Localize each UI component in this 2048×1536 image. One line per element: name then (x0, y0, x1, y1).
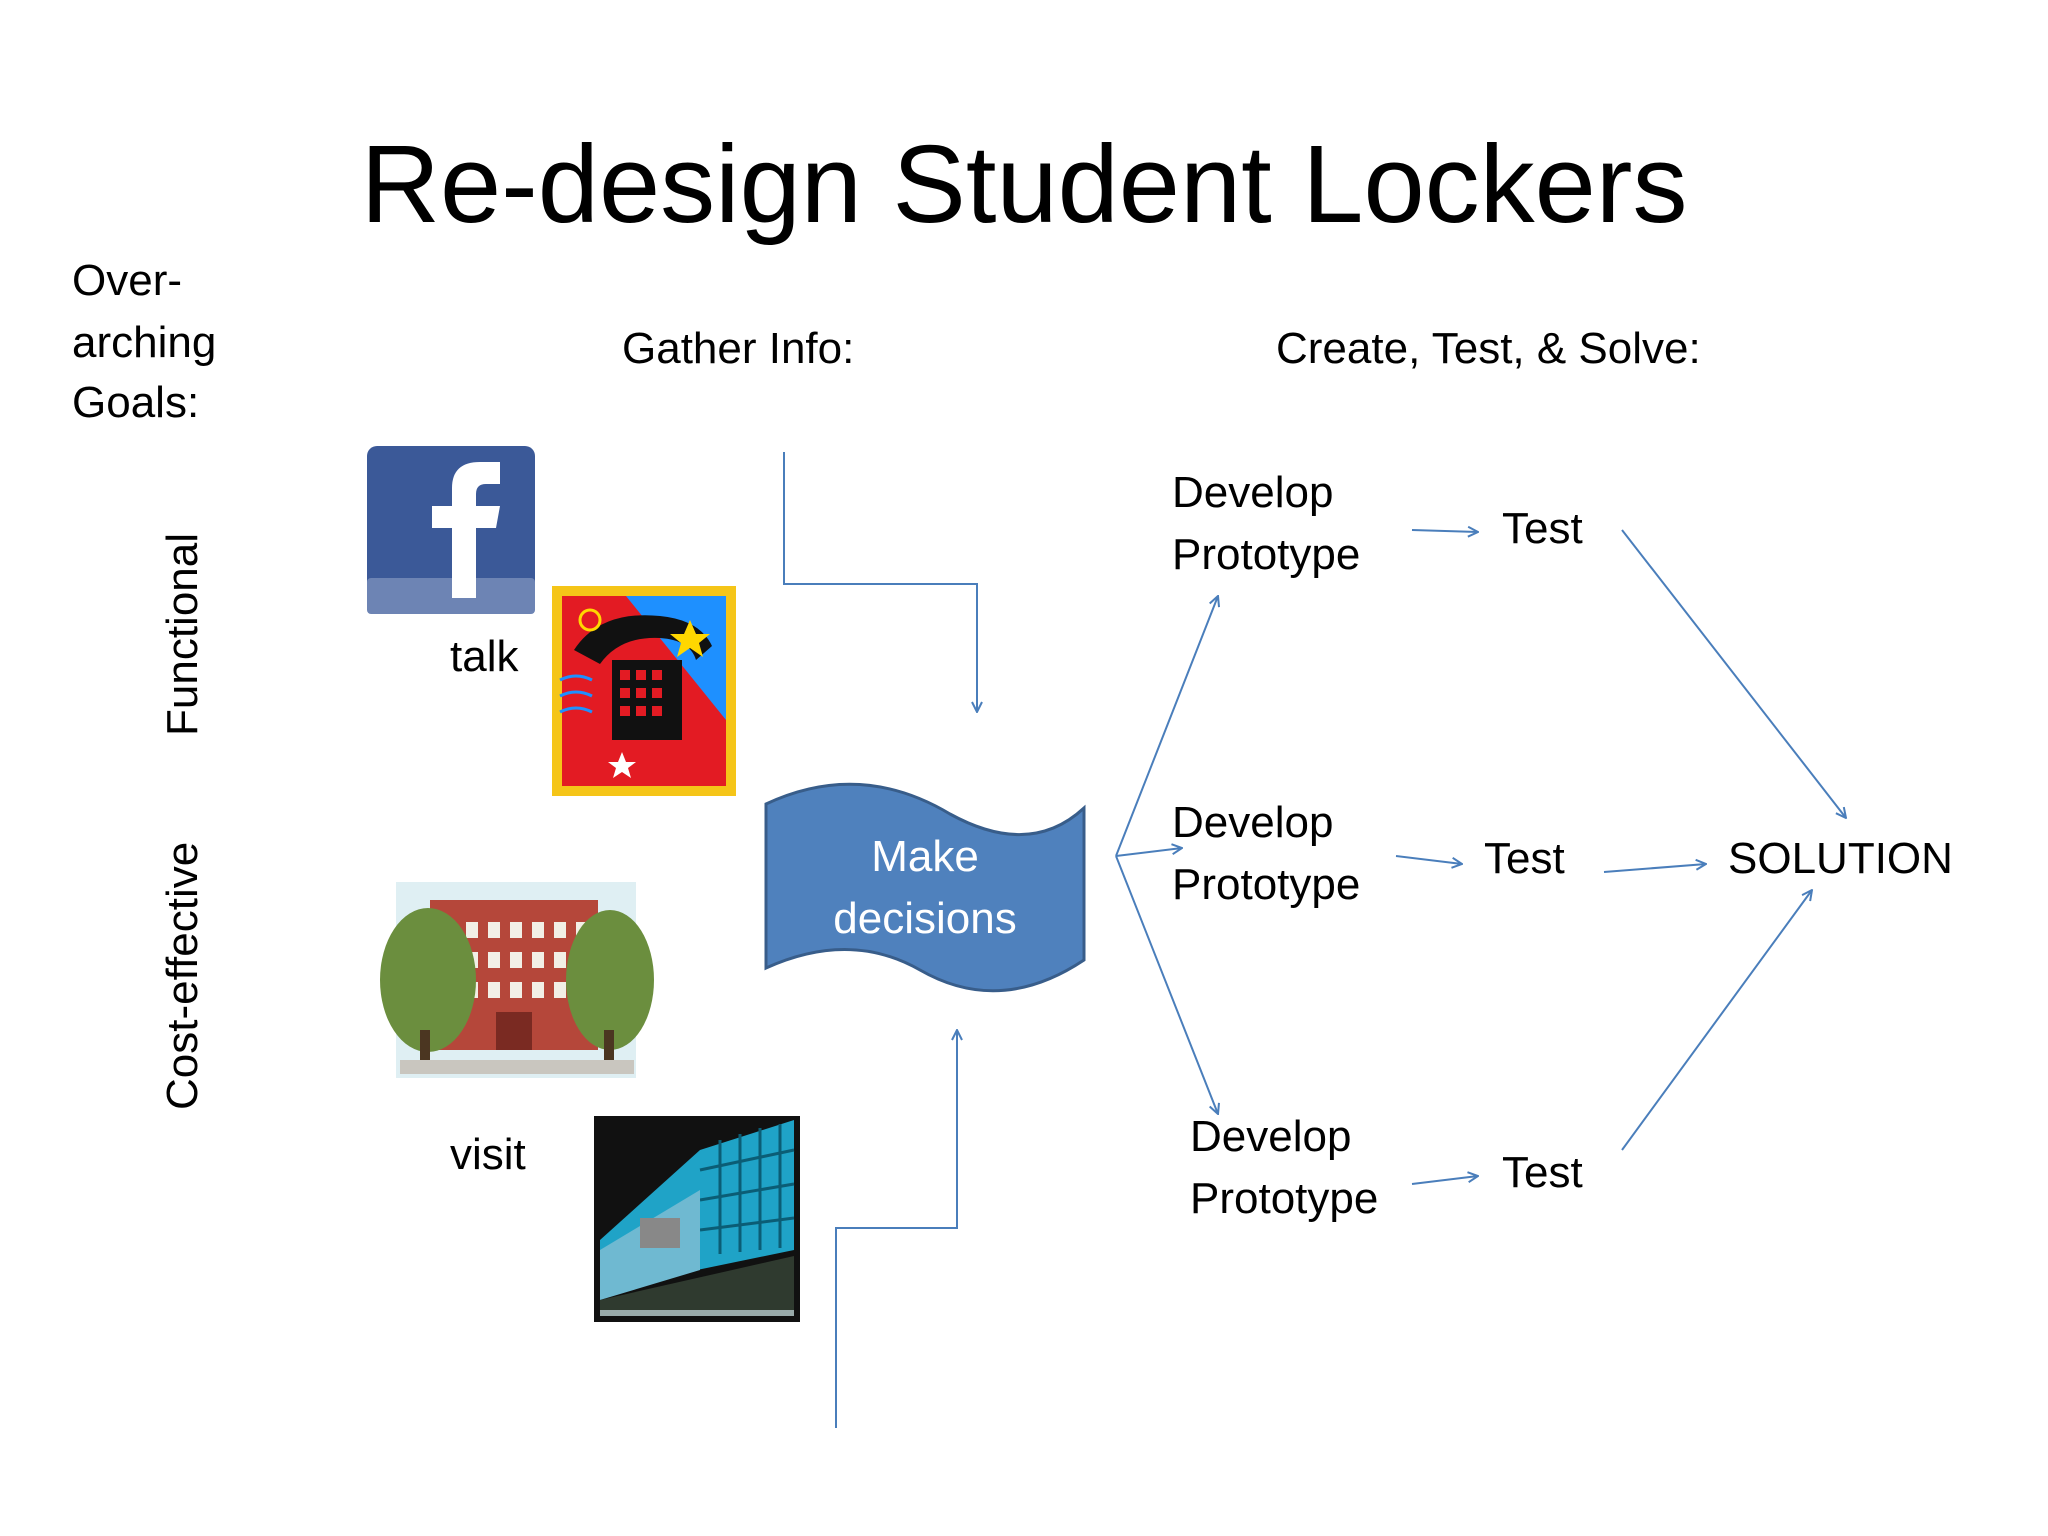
solution-label: SOLUTION (1728, 834, 1953, 883)
goals-heading-line-2: arching (72, 318, 217, 367)
arrow-gather-bottom (835, 1030, 957, 1428)
branch-1-prototype: Prototype (1172, 530, 1361, 579)
arrow-test-solution-3 (1621, 890, 1812, 1151)
column-gather-info: Gather Info: (622, 324, 855, 373)
branch-3-develop: Develop (1190, 1112, 1352, 1161)
arrow-branch-3 (1115, 855, 1218, 1114)
make-decisions-line-2: decisions (833, 893, 1017, 943)
arrow-proto-test-3 (1411, 1176, 1478, 1185)
modern-building-icon (594, 1116, 800, 1322)
telephone-icon (552, 586, 736, 796)
arrow-branch-2 (1115, 848, 1182, 857)
make-decisions-line-1: Make (871, 832, 979, 881)
arrow-test-solution-1 (1621, 529, 1846, 818)
goals-heading-line-3: Goals: (72, 378, 200, 427)
branch-2-develop: Develop (1172, 798, 1334, 847)
column-create-test-solve: Create, Test, & Solve: (1276, 324, 1701, 373)
arrow-test-solution-2 (1603, 864, 1706, 873)
arrow-gather-top (783, 452, 977, 712)
branch-2-test: Test (1484, 834, 1565, 883)
make-decisions-shape (764, 782, 1086, 993)
school-building-icon (380, 882, 654, 1078)
page-title: Re-design Student Lockers (360, 123, 1688, 246)
branch-1-develop: Develop (1172, 468, 1334, 517)
make-decisions-label: Make decisions (766, 826, 1084, 949)
arrow-proto-test-2 (1395, 855, 1462, 864)
branch-3-test: Test (1502, 1148, 1583, 1197)
arrow-proto-test-1 (1411, 530, 1478, 532)
facebook-icon (367, 446, 535, 614)
gather-talk-label: talk (450, 632, 519, 681)
goals-heading-line-1: Over- (72, 256, 182, 305)
branch-2-prototype: Prototype (1172, 860, 1361, 909)
gather-visit-label: visit (450, 1130, 526, 1179)
arrow-branch-1 (1115, 596, 1218, 857)
branch-1-test: Test (1502, 504, 1583, 553)
branch-3-prototype: Prototype (1190, 1174, 1379, 1223)
